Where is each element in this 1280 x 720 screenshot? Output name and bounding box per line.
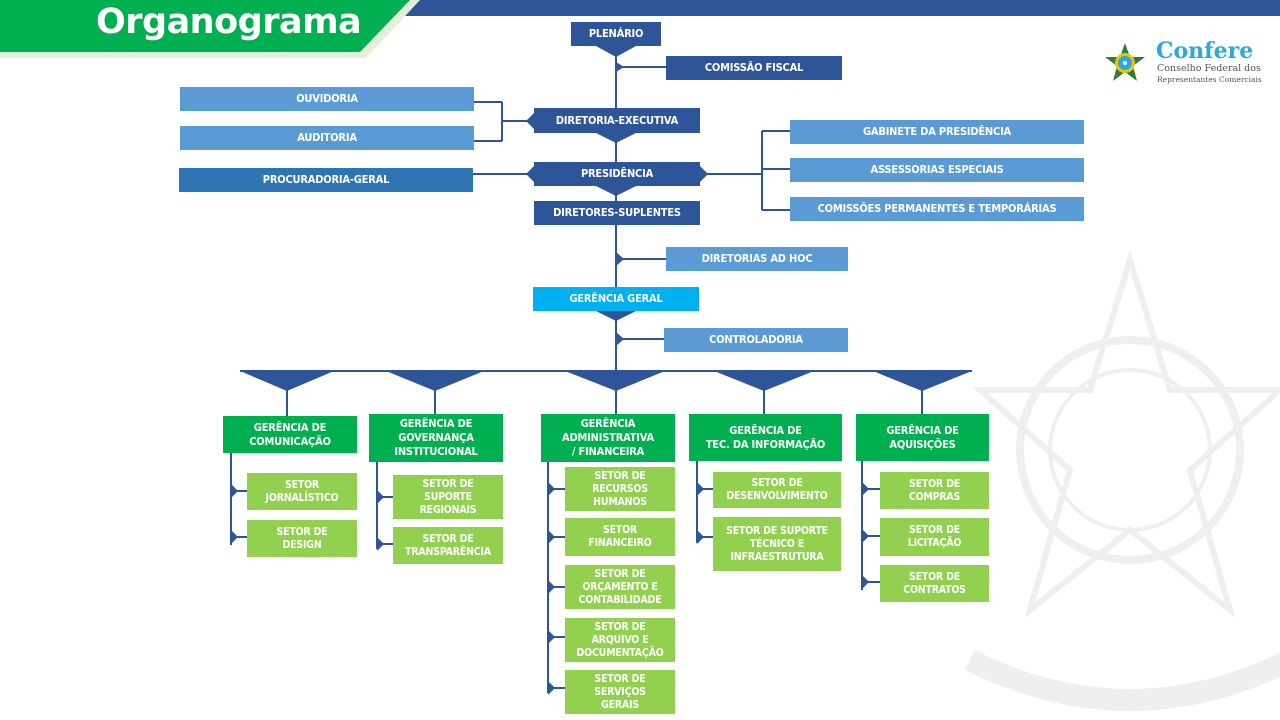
box-setor-desenvolvimento[interactable]: SETOR DE DESENVOLVIMENTO (713, 472, 841, 508)
box-setor-transparencia[interactable]: SETOR DE TRANSPARÊNCIA (393, 527, 503, 564)
page-title: Organograma (96, 2, 362, 42)
title-banner (0, 0, 420, 58)
box-setor-arquivo[interactable]: SETOR DE ARQUIVO E DOCUMENTAÇÃO (565, 618, 675, 662)
box-plenario[interactable]: PLENÁRIO (571, 22, 661, 46)
box-gerencia-aquisicoes[interactable]: GERÊNCIA DE AQUISIÇÕES (856, 414, 989, 461)
coat-of-arms-icon (1105, 43, 1145, 81)
box-setor-suporte-tecnico[interactable]: SETOR DE SUPORTE TÉCNICO E INFRAESTRUTUR… (713, 517, 841, 571)
logo-subtitle-2: Representantes Comerciais (1157, 75, 1262, 84)
box-assessorias-especiais[interactable]: ASSESSORIAS ESPECIAIS (790, 158, 1084, 182)
box-controladoria[interactable]: CONTROLADORIA (664, 328, 848, 352)
coat-of-arms-watermark-icon (965, 249, 1280, 711)
box-setor-licitacao[interactable]: SETOR DE LICITAÇÃO (880, 518, 989, 556)
box-gabinete-presidencia[interactable]: GABINETE DA PRESIDÊNCIA (790, 120, 1084, 144)
box-setor-financeiro[interactable]: SETOR FINANCEIRO (565, 518, 675, 556)
box-gerencia-ti[interactable]: GERÊNCIA DE TEC. DA INFORMAÇÃO (689, 414, 842, 461)
box-procuradoria-geral[interactable]: PROCURADORIA-GERAL (179, 168, 473, 192)
box-ouvidoria[interactable]: OUVIDORIA (180, 87, 474, 111)
box-diretorias-ad-hoc[interactable]: DIRETORIAS AD HOC (666, 247, 848, 271)
logo-name: Confere (1156, 38, 1254, 64)
box-comissoes[interactable]: COMISSÕES PERMANENTES E TEMPORÁRIAS (790, 197, 1084, 221)
box-setor-servicos-gerais[interactable]: SETOR DE SERVIÇOS GERAIS (565, 670, 675, 714)
box-setor-suporte-regionais[interactable]: SETOR DE SUPORTE REGIONAIS (393, 475, 503, 519)
box-gerencia-comunicacao[interactable]: GERÊNCIA DE COMUNICAÇÃO (223, 416, 357, 453)
box-presidencia[interactable]: PRESIDÊNCIA (534, 162, 700, 186)
confere-logo: Confere Conselho Federal dos Representan… (1104, 38, 1274, 88)
box-comissao-fiscal[interactable]: COMISSÃO FISCAL (666, 56, 842, 80)
box-gerencia-governanca[interactable]: GERÊNCIA DE GOVERNANÇA INSTITUCIONAL (369, 414, 503, 462)
box-diretores-suplentes[interactable]: DIRETORES-SUPLENTES (534, 201, 700, 225)
box-diretoria-executiva[interactable]: DIRETORIA-EXECUTIVA (534, 108, 700, 133)
box-setor-compras[interactable]: SETOR DE COMPRAS (880, 472, 989, 509)
box-setor-jornalistico[interactable]: SETOR JORNALÍSTICO (247, 473, 357, 510)
box-gerencia-administrativa[interactable]: GERÊNCIA ADMINISTRATIVA / FINANCEIRA (541, 414, 675, 462)
box-setor-recursos-humanos[interactable]: SETOR DE RECURSOS HUMANOS (565, 467, 675, 511)
logo-subtitle-1: Conselho Federal dos (1157, 63, 1261, 74)
box-setor-design[interactable]: SETOR DE DESIGN (247, 520, 357, 557)
box-setor-orcamento[interactable]: SETOR DE ORÇAMENTO E CONTABILIDADE (565, 565, 675, 609)
box-auditoria[interactable]: AUDITORIA (180, 126, 474, 150)
box-gerencia-geral[interactable]: GERÊNCIA GERAL (533, 287, 699, 311)
box-setor-contratos[interactable]: SETOR DE CONTRATOS (880, 565, 989, 602)
